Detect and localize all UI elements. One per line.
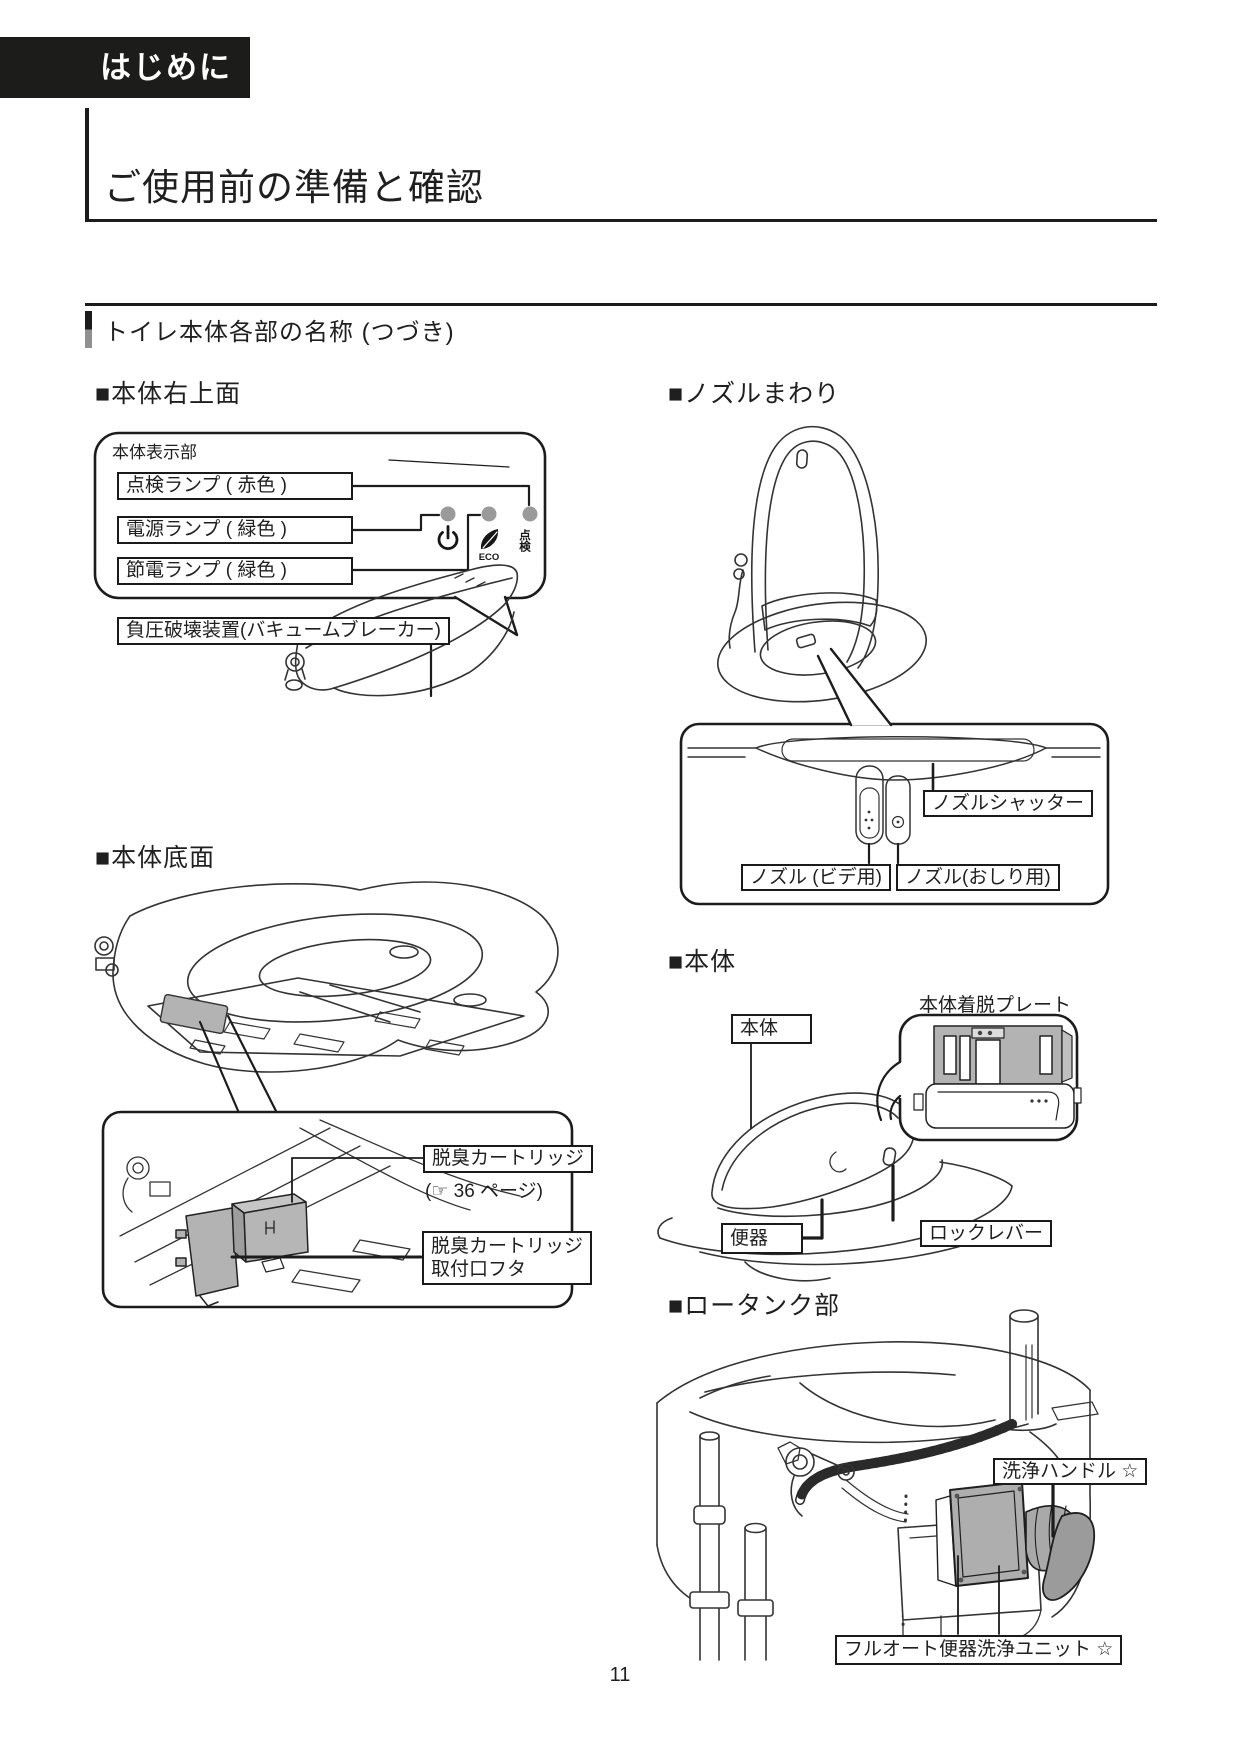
page-title: ご使用前の準備と確認: [104, 167, 484, 208]
power-lamp-label: 電源ランプ ( 緑色 ): [117, 516, 353, 544]
cartridge-cover-line1: 脱臭カートリッジ: [431, 1236, 584, 1257]
section-heading-bar: トイレ本体各部の名称 (つづき): [85, 303, 1157, 348]
body-side-illustration: [657, 1043, 1013, 1282]
cartridge-cover-line2: 取付口フタ: [431, 1259, 527, 1280]
nozzle-balloon: [679, 647, 1110, 906]
full-auto-unit-part: [935, 1481, 1095, 1601]
vacuum-breaker-label: 負圧破壊装置(バキュームブレーカー): [117, 617, 450, 645]
heading-body: ■本体: [668, 948, 737, 976]
plate-balloon: [876, 1013, 1082, 1142]
eco-leaf-icon: [480, 529, 499, 549]
eco-icon-label: ECO: [479, 552, 500, 563]
heading-body-top-right: ■本体右上面: [95, 380, 242, 408]
lamp-dots: [440, 506, 538, 522]
cartridge-part: [231, 1193, 309, 1273]
heading-nozzle-area: ■ノズルまわり: [668, 380, 841, 408]
heading-tank: ■ロータンク部: [668, 1292, 841, 1320]
plate-label: 本体着脱プレート: [919, 995, 1072, 1016]
title-block: ご使用前の準備と確認: [85, 108, 1157, 222]
chapter-tab: はじめに: [0, 37, 250, 98]
nozzle-rear-label: ノズル(おしり用): [896, 864, 1060, 891]
open-lid-seat-illustration: [717, 425, 927, 703]
body-label: 本体: [731, 1014, 812, 1044]
cartridge-cover-label: 脱臭カートリッジ 取付口フタ: [422, 1231, 593, 1285]
section-accent-bar: [85, 311, 92, 348]
nozzle-shutter-label: ノズルシャッター: [923, 790, 1094, 817]
bowl-label: 便器: [721, 1223, 803, 1254]
lock-lever-label: ロックレバー: [920, 1220, 1053, 1247]
inspection-lamp-label: 点検ランプ ( 赤色 ): [117, 472, 353, 500]
eco-lamp-label: 節電ランプ ( 緑色 ): [117, 557, 353, 585]
heading-body-bottom: ■本体底面: [95, 844, 216, 872]
bottom-view-illustration: [94, 881, 559, 1115]
tank-illustration: [656, 1309, 1099, 1661]
panel-area-label: 本体表示部: [112, 443, 197, 462]
power-icon: [437, 525, 459, 551]
cartridge-label: 脱臭カートリッジ: [423, 1145, 594, 1173]
inspection-icon-label: 点検: [518, 528, 531, 553]
section-heading: トイレ本体各部の名称 (つづき): [104, 319, 455, 346]
nozzle-bidet-label: ノズル (ビデ用): [741, 864, 891, 891]
page-number: 11: [609, 1664, 631, 1686]
flush-handle-label: 洗浄ハンドル ☆: [993, 1458, 1148, 1485]
cartridge-page-ref: (☞ 36 ページ): [425, 1181, 543, 1202]
full-auto-unit-label: フルオート便器洗浄ユニット ☆: [835, 1635, 1123, 1665]
